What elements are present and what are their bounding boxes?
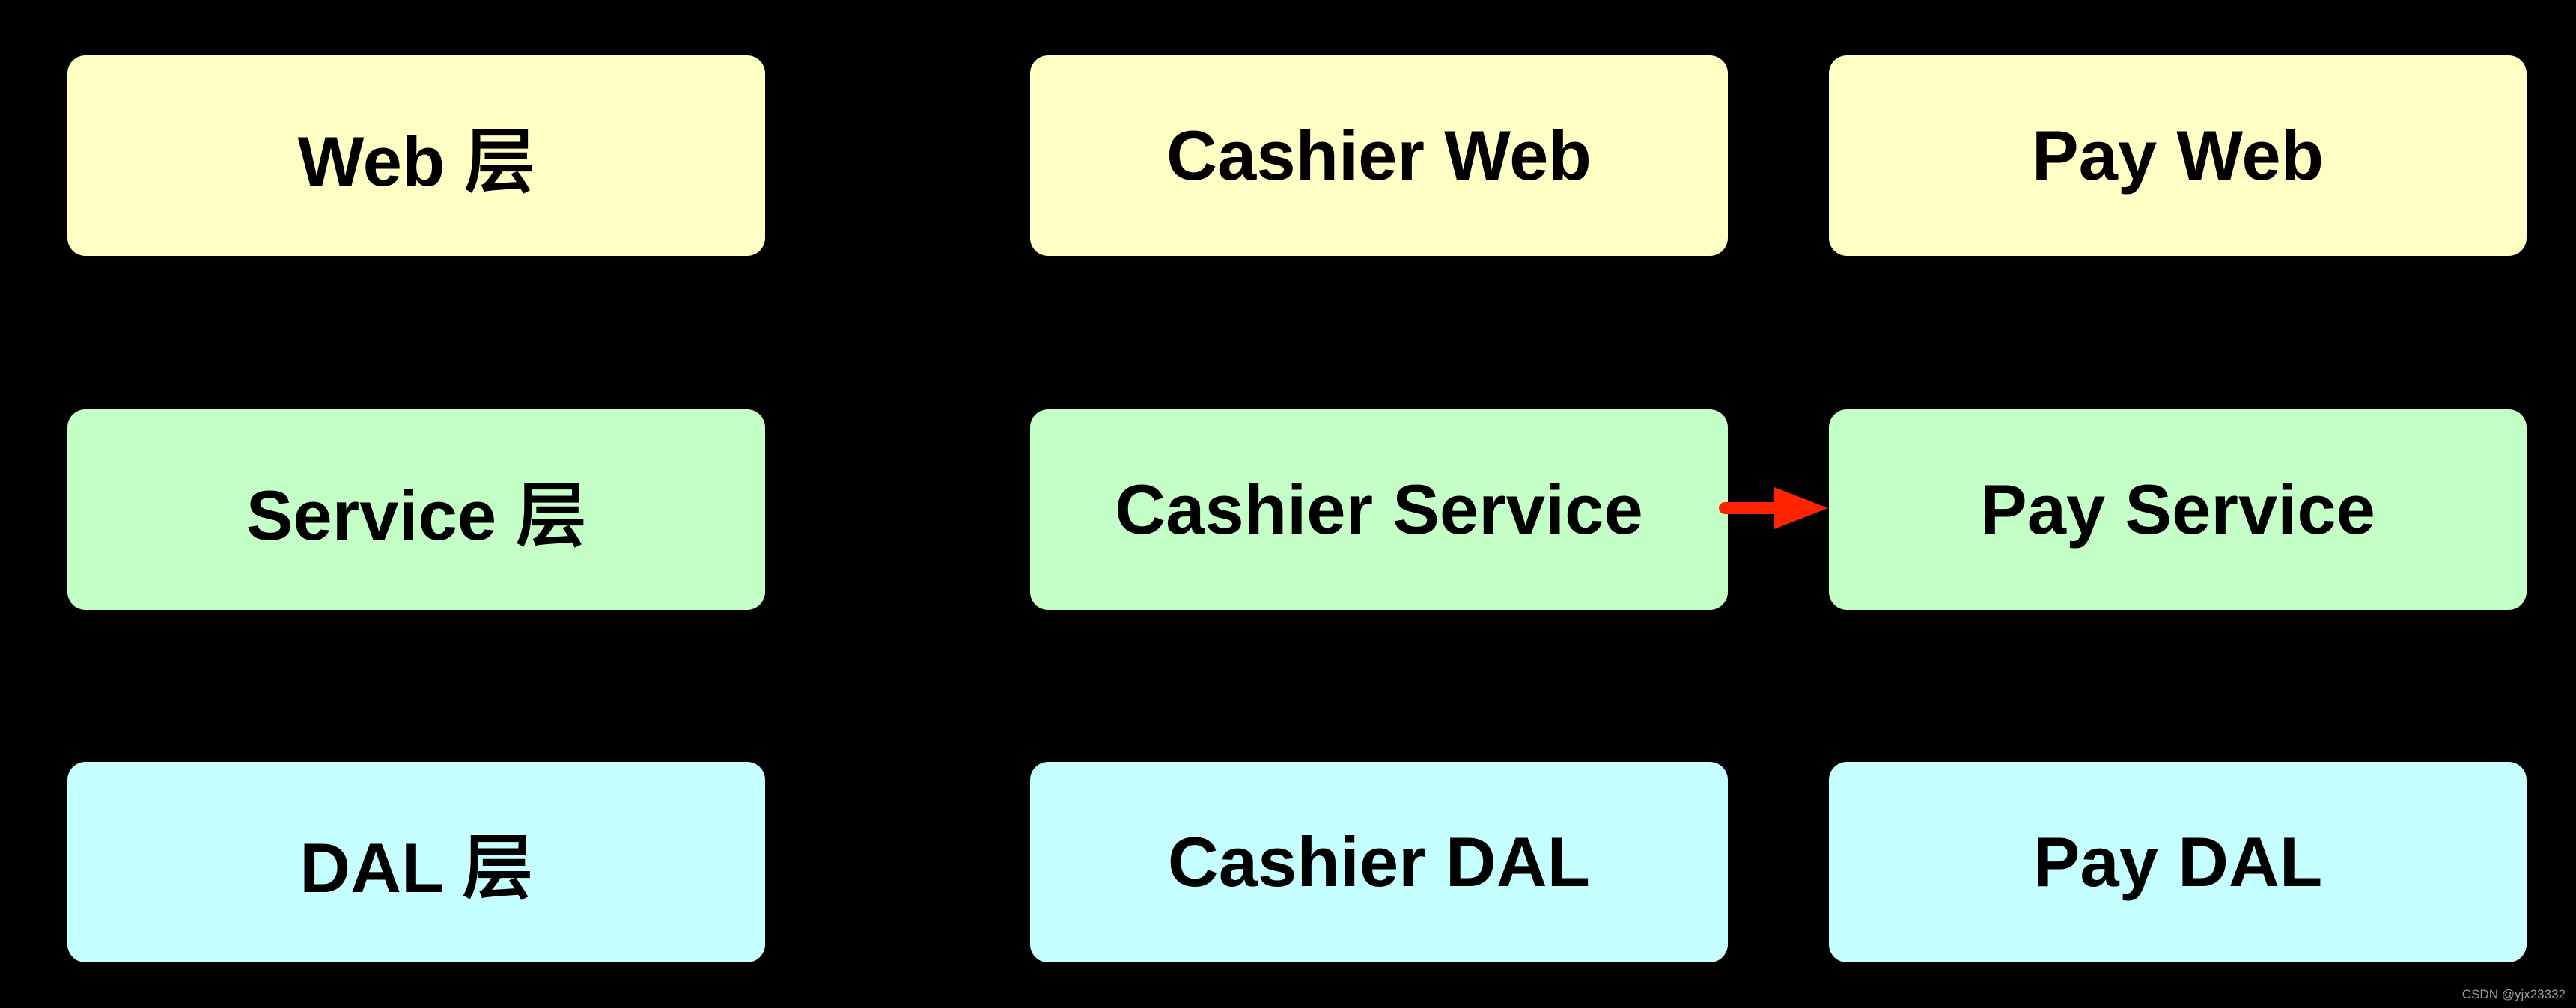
- box-web-layer-label: Web 层: [297, 122, 535, 201]
- box-web-layer: Web 层: [67, 55, 765, 256]
- box-dal-layer: DAL 层: [67, 762, 765, 962]
- box-cashier-service: Cashier Service: [1030, 409, 1728, 610]
- box-pay-service-label: Pay Service: [1980, 470, 2375, 549]
- watermark: CSDN @yjx23332: [2461, 987, 2566, 1001]
- box-pay-dal: Pay DAL: [1829, 762, 2527, 962]
- box-cashier-service-label: Cashier Service: [1115, 470, 1643, 549]
- box-cashier-dal-label: Cashier DAL: [1167, 822, 1591, 901]
- right-arrow-icon: [1719, 487, 1828, 529]
- arrow-head: [1774, 487, 1828, 529]
- box-cashier-web-label: Cashier Web: [1166, 116, 1592, 195]
- box-pay-web-label: Pay Web: [2031, 116, 2324, 195]
- box-cashier-web: Cashier Web: [1030, 55, 1728, 256]
- box-pay-service: Pay Service: [1829, 409, 2527, 610]
- box-dal-layer-label: DAL 层: [299, 828, 533, 907]
- box-pay-dal-label: Pay DAL: [2033, 822, 2323, 901]
- box-service-layer-label: Service 层: [246, 476, 587, 555]
- box-cashier-dal: Cashier DAL: [1030, 762, 1728, 962]
- box-service-layer: Service 层: [67, 409, 765, 610]
- box-pay-web: Pay Web: [1829, 55, 2527, 256]
